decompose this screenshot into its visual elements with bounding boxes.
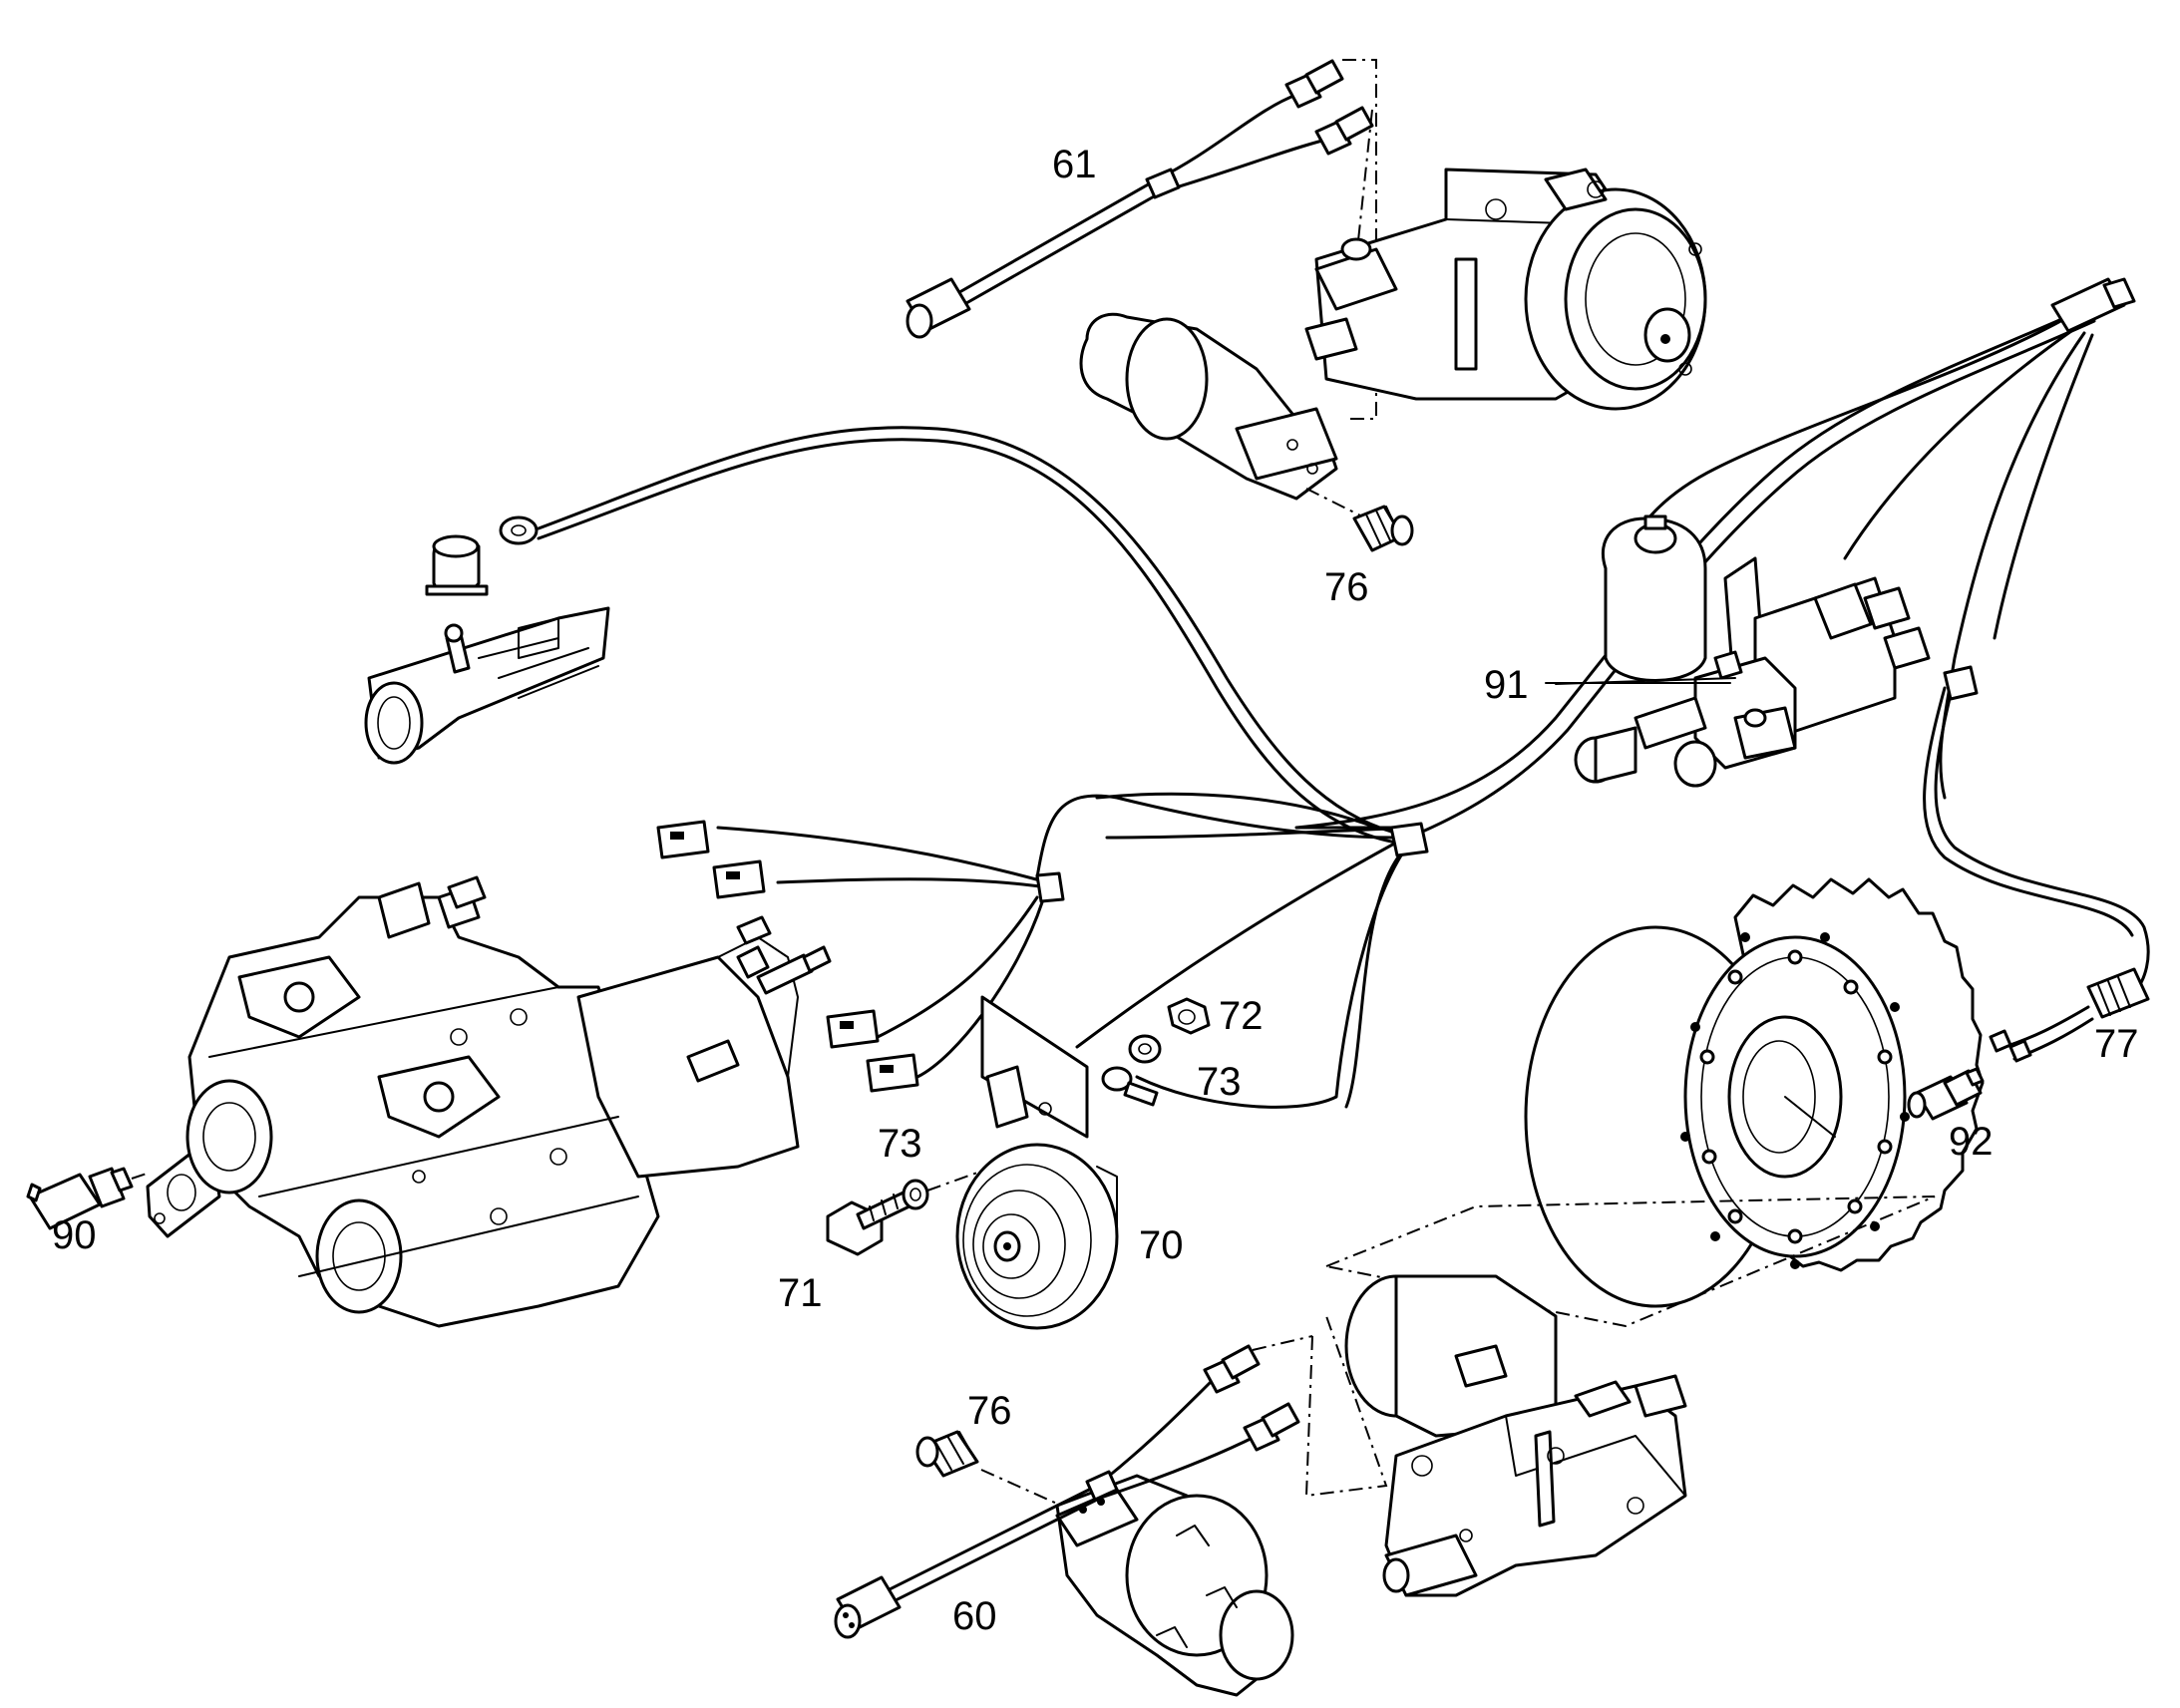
callout-61: 61	[1052, 143, 1097, 186]
pressure-switch-90	[26, 1167, 151, 1230]
flat-connector-1	[656, 820, 710, 859]
flat-connector-3	[826, 1009, 880, 1049]
connector-77	[1989, 967, 2150, 1063]
lower-motor-dash	[1304, 1315, 1388, 1498]
callout-60: 60	[952, 1594, 997, 1638]
sprocket-assembly-dash	[1325, 1196, 1936, 1328]
fitting-76-lower	[915, 1430, 1058, 1505]
flat-connector-4	[866, 1053, 919, 1093]
temp-sensor-92	[1907, 1067, 1985, 1121]
callout-73-upper: 73	[1197, 1060, 1242, 1104]
callout-70: 70	[1139, 1223, 1184, 1267]
flat-connector-2	[712, 859, 766, 899]
callout-77: 77	[2094, 1022, 2139, 1066]
callout-labels: 61 76 91 72 73 73 77 92 90 71 70 76 60	[52, 143, 2139, 1638]
flat-connectors	[656, 820, 919, 1093]
lower-hydraulic-motor	[1344, 1274, 1687, 1597]
callout-73-lower: 73	[878, 1122, 922, 1166]
callout-90: 90	[52, 1213, 97, 1257]
tandem-hydraulic-pump	[185, 875, 832, 1328]
valve-block-91	[1555, 514, 1931, 788]
callout-72: 72	[1219, 994, 1264, 1038]
washer-73-upper	[1128, 1034, 1162, 1064]
callout-76-upper: 76	[1324, 565, 1369, 609]
callout-92: 92	[1949, 1120, 1994, 1164]
horn-70	[955, 995, 1119, 1330]
callout-71: 71	[778, 1271, 823, 1315]
upper-hydraulic-motor	[1304, 168, 1707, 411]
upper-motor-coupling	[1079, 312, 1367, 519]
sprocket-final-drive	[1524, 877, 1985, 1308]
tube-assembly	[364, 606, 610, 765]
lower-motor-coupling	[1055, 1474, 1294, 1697]
bolt-71	[826, 1189, 915, 1256]
fasteners	[826, 997, 1211, 1256]
ring-terminal-and-cap	[425, 515, 539, 596]
main-wiring-harness	[537, 277, 2150, 1109]
callout-91: 91	[1484, 663, 1529, 707]
fitting-76-upper	[1352, 505, 1414, 552]
ring-terminal-lower	[1101, 1066, 1159, 1107]
nut-72	[1167, 997, 1211, 1035]
y-cable-60	[834, 1335, 1313, 1639]
callout-76-lower: 76	[967, 1389, 1012, 1433]
washer-73-lower	[902, 1179, 929, 1210]
